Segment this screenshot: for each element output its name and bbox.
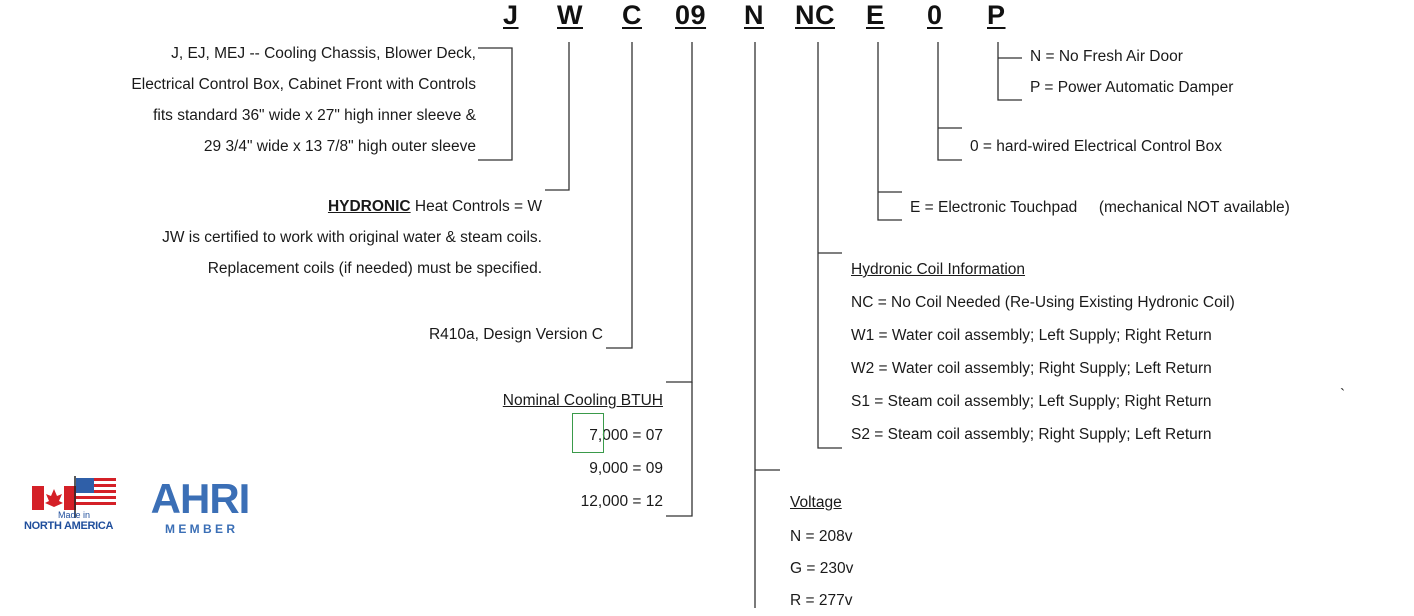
connector-nc — [817, 42, 842, 449]
member-label: M E M B E R — [164, 522, 235, 536]
voltage-row-g: G = 230v — [790, 560, 854, 577]
hydronic-note-1: JW is certified to work with original wa… — [162, 229, 542, 246]
voltage-title: Voltage — [790, 494, 842, 511]
highlight-box — [572, 413, 604, 453]
coil-title: Hydronic Coil Information — [851, 261, 1026, 278]
voltage-row-r: R = 277v — [790, 592, 853, 609]
touchpad-note: E = Electronic Touchpad (mechanical NOT … — [910, 199, 1290, 216]
chassis-line-1: J, EJ, MEJ -- Cooling Chassis, Blower De… — [171, 45, 476, 62]
coil-row-nc: NC = No Coil Needed (Re-Using Existing H… — [851, 294, 1235, 311]
connector-w — [545, 42, 570, 191]
hydronic-rest: Heat Controls = W — [410, 198, 542, 215]
code-segment-0: 0 — [927, 0, 943, 30]
code-segment-09: 09 — [675, 0, 707, 30]
made-in-north-america-logo: Made in NORTH AMERICA — [18, 474, 130, 536]
code-segment-c: C — [622, 0, 642, 30]
btuh-title: Nominal Cooling BTUH — [502, 392, 663, 409]
coil-row-w2: W2 = Water coil assembly; Right Supply; … — [851, 360, 1212, 377]
hydronic-heat-controls: HYDRONIC Heat Controls = W — [10, 197, 542, 217]
code-segment-e: E — [866, 0, 885, 30]
code-segment-nc: NC — [795, 0, 835, 30]
ahri-label: AHRI — [150, 475, 251, 522]
chassis-line-3: fits standard 36" wide x 27" high inner … — [153, 107, 476, 124]
connector-p — [997, 42, 1022, 101]
coil-row-s1: S1 = Steam coil assembly; Left Supply; R… — [851, 393, 1212, 410]
hydronic-note-2: Replacement coils (if needed) must be sp… — [207, 260, 542, 277]
flags-icon — [32, 476, 116, 518]
code-segment-p: P — [987, 0, 1006, 30]
voltage-row-n: N = 208v — [790, 528, 853, 545]
control-box-note: 0 = hard-wired Electrical Control Box — [970, 138, 1222, 155]
ahri-member-logo: AHRI M E M B E R — [142, 478, 258, 538]
chassis-line-2: Electrical Control Box, Cabinet Front wi… — [131, 76, 476, 93]
damper-line-1: N = No Fresh Air Door — [1030, 48, 1183, 65]
btuh-row-9000: 9,000 = 09 — [589, 460, 663, 477]
connector-e — [877, 42, 902, 221]
coil-row-s2: S2 = Steam coil assembly; Right Supply; … — [851, 426, 1212, 443]
connector-09 — [666, 42, 693, 383]
design-version: R410a, Design Version C — [428, 326, 603, 343]
btuh-row-12000: 12,000 = 12 — [580, 493, 663, 510]
chassis-line-4: 29 3/4" wide x 13 7/8" high outer sleeve — [203, 138, 476, 155]
made-in-label: Made in — [58, 510, 91, 520]
btuh-row-7000: 7,000 = 07 — [300, 426, 663, 446]
btuh-row-7000-prefix: 7, — [589, 427, 603, 444]
coil-row-w1: W1 = Water coil assembly; Left Supply; R… — [851, 327, 1212, 344]
btuh-row-7000-rest: 000 = 07 — [602, 427, 663, 444]
north-america-label: NORTH AMERICA — [24, 520, 114, 532]
connector-0 — [937, 42, 962, 161]
damper-line-2: P = Power Automatic Damper — [1030, 79, 1234, 96]
code-segment-n: N — [744, 0, 764, 30]
code-segment-j: J — [503, 0, 519, 30]
hydronic-emphasis: HYDRONIC — [327, 198, 411, 215]
coil-stray-mark: ` — [1340, 387, 1346, 404]
code-segment-w: W — [557, 0, 583, 30]
connector-c — [606, 42, 633, 349]
connector-09-end — [666, 382, 693, 517]
connector-j — [478, 47, 513, 161]
